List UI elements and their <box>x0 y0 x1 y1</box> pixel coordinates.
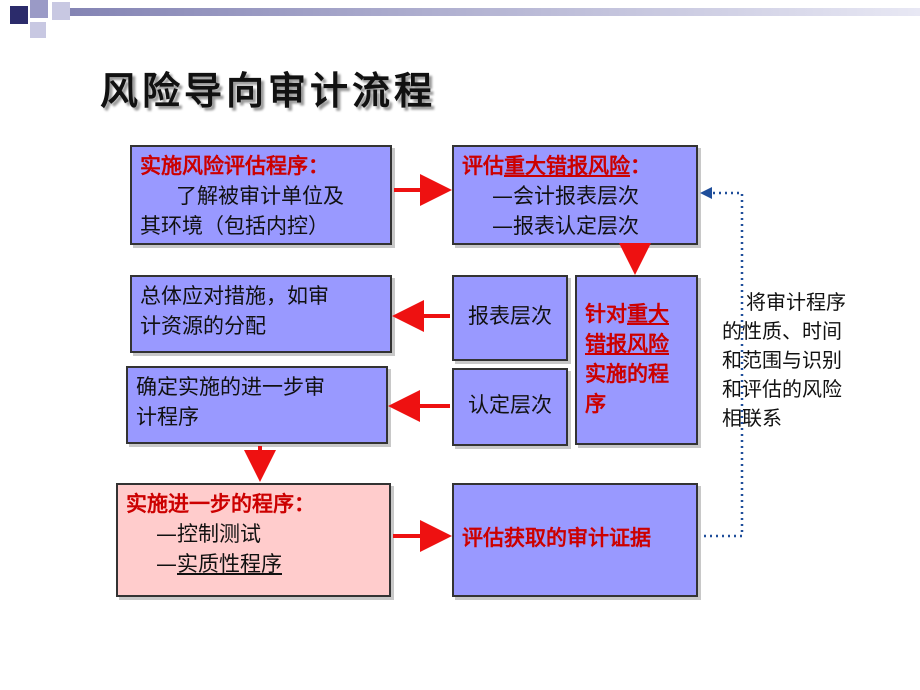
dotted-feedback-arrowhead <box>700 187 712 199</box>
overall-response-line2: 计资源的分配 <box>140 314 266 338</box>
risk-assessment-line2: 其环境（包括内控） <box>140 214 329 238</box>
assertion-level-label: 认定层次 <box>468 393 552 417</box>
box-evaluate-evidence: 评估获取的审计证据 <box>452 483 698 597</box>
assess-prefix: 评估 <box>462 154 504 178</box>
statement-level-label: 报表层次 <box>468 304 552 328</box>
perform-further-line2-emph: 实质性程序 <box>177 552 282 576</box>
perform-further-line2: —实质性程序 <box>126 549 381 579</box>
box-assertion-level: 认定层次 <box>452 368 568 446</box>
box-risk-assessment: 实施风险评估程序： 了解被审计单位及 其环境（包括内控） <box>130 145 392 245</box>
assess-line1: —会计报表层次 <box>492 184 639 208</box>
corner-square-deco-1 <box>10 6 28 24</box>
targeted-line3: 实施的程 <box>585 362 669 386</box>
box-overall-response: 总体应对措施，如审 计资源的分配 <box>130 275 392 353</box>
assess-suffix: ： <box>630 154 651 178</box>
page-title: 风险导向审计流程 <box>100 69 437 113</box>
box-perform-further: 实施进一步的程序： —控制测试 —实质性程序 <box>116 483 391 597</box>
box-determine-further: 确定实施的进一步审 计程序 <box>126 366 388 444</box>
assess-material-heading: 评估重大错报风险： <box>462 151 688 181</box>
targeted-line1a: 针对 <box>585 302 627 326</box>
corner-square-deco-3 <box>52 2 70 20</box>
side-note-line1: 将审计程序 <box>746 290 846 314</box>
determine-further-line1: 确定实施的进一步审 <box>136 375 325 399</box>
assess-emph: 重大错报风险 <box>504 154 630 178</box>
determine-further-line2: 计程序 <box>136 405 199 429</box>
targeted-line1: 针对重大 <box>585 299 688 329</box>
header-gradient-bar <box>70 8 920 16</box>
box-assess-material-risk: 评估重大错报风险： —会计报表层次 —报表认定层次 <box>452 145 698 245</box>
side-note-line5: 相联系 <box>722 406 782 430</box>
dotted-feedback-line <box>704 191 744 538</box>
assess-line2: —报表认定层次 <box>492 214 639 238</box>
targeted-line2: 错报风险 <box>585 332 669 356</box>
risk-assessment-heading: 实施风险评估程序： <box>140 154 329 178</box>
box-statement-level: 报表层次 <box>452 275 568 361</box>
perform-further-line2-prefix: — <box>156 552 177 576</box>
risk-assessment-line1: 了解被审计单位及 <box>176 184 344 208</box>
overall-response-line1: 总体应对措施，如审 <box>140 284 329 308</box>
corner-square-deco-2 <box>30 0 48 18</box>
box-targeted-procedures: 针对重大 错报风险 实施的程 序 <box>575 275 698 445</box>
corner-square-deco-4 <box>30 22 46 38</box>
perform-further-line1: —控制测试 <box>156 522 261 546</box>
perform-further-heading: 实施进一步的程序： <box>126 492 315 516</box>
targeted-line4: 序 <box>585 392 606 416</box>
evaluate-evidence-label: 评估获取的审计证据 <box>462 526 651 550</box>
targeted-line1b: 重大 <box>627 302 669 326</box>
